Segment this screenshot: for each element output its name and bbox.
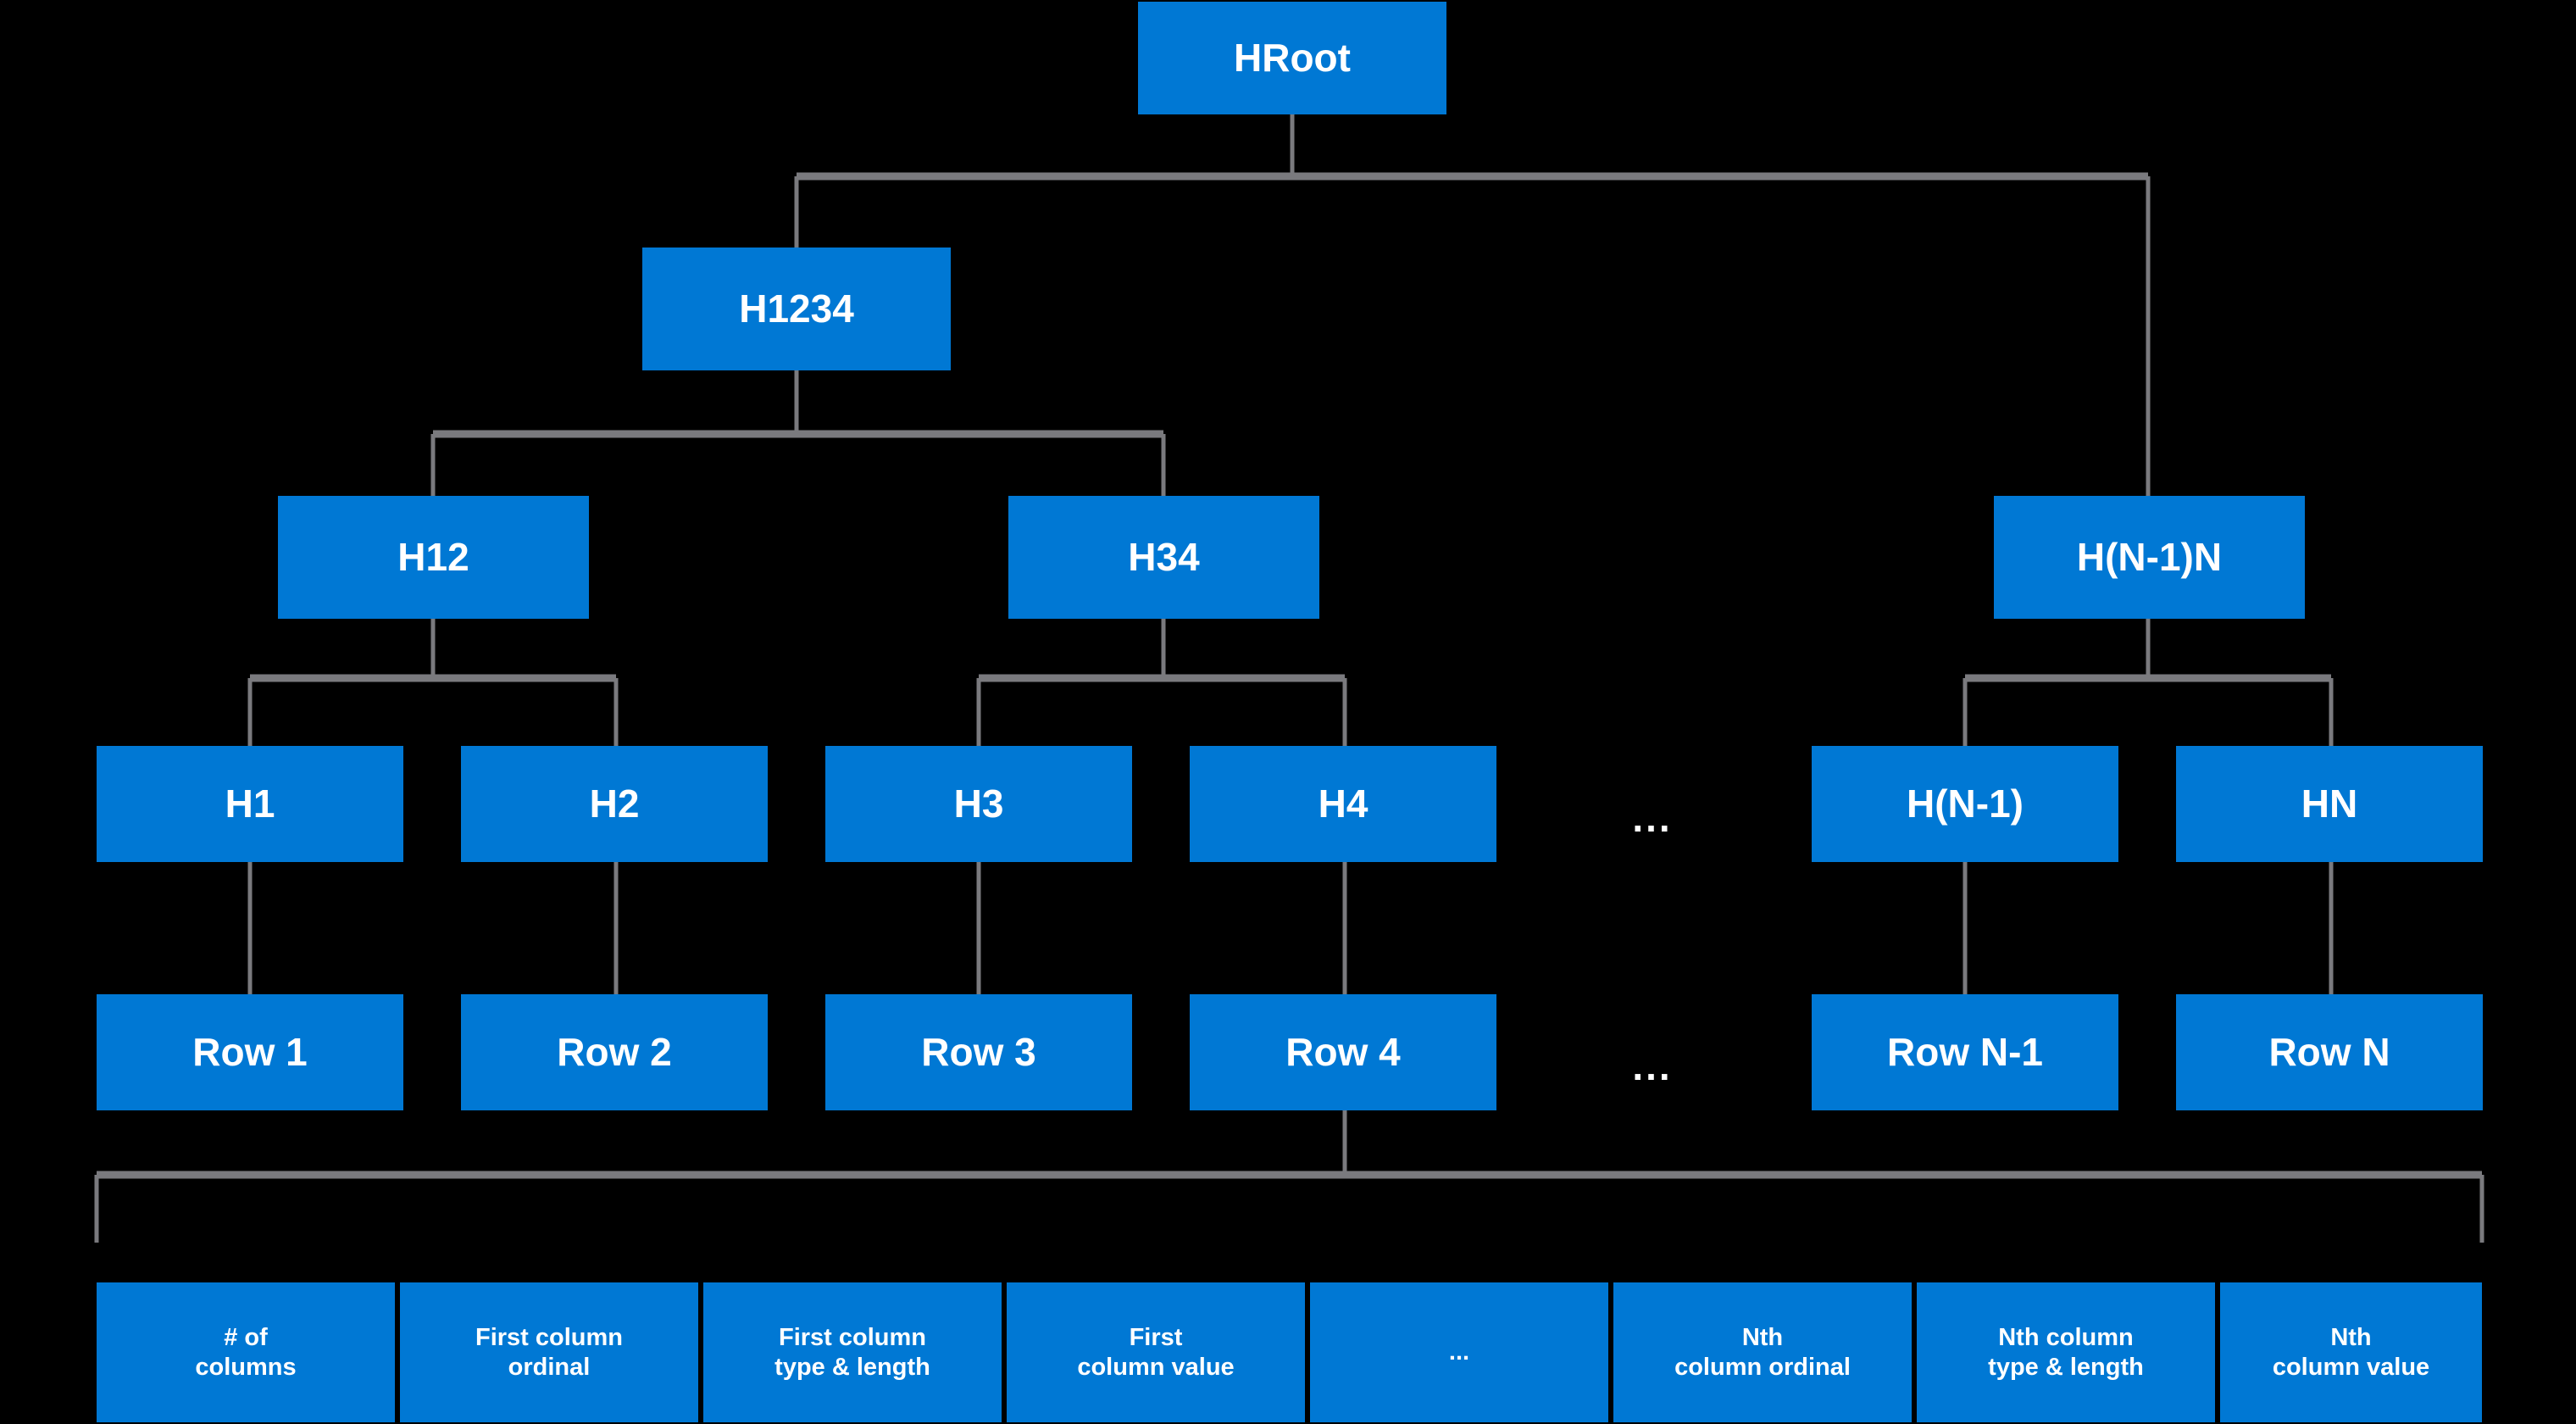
node-label-hn: HN bbox=[2301, 782, 2358, 826]
node-hroot[interactable]: HRoot bbox=[1138, 2, 1446, 114]
node-f6[interactable]: Nth column ordinal bbox=[1613, 1282, 1912, 1422]
node-f8[interactable]: Nth column value bbox=[2220, 1282, 2482, 1422]
node-label-row3: Row 3 bbox=[921, 1030, 1036, 1075]
node-hn[interactable]: HN bbox=[2176, 746, 2483, 862]
node-label-hroot: HRoot bbox=[1234, 36, 1351, 81]
node-row1[interactable]: Row 1 bbox=[97, 994, 403, 1110]
node-hn1[interactable]: H(N-1) bbox=[1812, 746, 2118, 862]
node-h12[interactable]: H12 bbox=[278, 496, 589, 619]
node-label-h34: H34 bbox=[1128, 535, 1200, 580]
node-label-h1234: H1234 bbox=[739, 286, 854, 331]
node-f7[interactable]: Nth column type & length bbox=[1917, 1282, 2215, 1422]
ellipsis-row-level: ... bbox=[1632, 1044, 1673, 1088]
node-label-f7: Nth column type & length bbox=[1988, 1324, 2144, 1381]
node-label-f5: ... bbox=[1448, 1338, 1470, 1366]
node-label-rown: Row N bbox=[2268, 1030, 2390, 1075]
node-label-h4: H4 bbox=[1318, 782, 1368, 826]
node-h3[interactable]: H3 bbox=[825, 746, 1132, 862]
node-row4[interactable]: Row 4 bbox=[1190, 994, 1496, 1110]
node-f3[interactable]: First column type & length bbox=[703, 1282, 1002, 1422]
node-row2[interactable]: Row 2 bbox=[461, 994, 768, 1110]
node-f5[interactable]: ... bbox=[1310, 1282, 1608, 1422]
node-hn1n[interactable]: H(N-1)N bbox=[1994, 496, 2305, 619]
node-f4[interactable]: First column value bbox=[1007, 1282, 1305, 1422]
node-f1[interactable]: # of columns bbox=[97, 1282, 395, 1422]
node-label-f3: First column type & length bbox=[774, 1324, 930, 1381]
node-label-h2: H2 bbox=[589, 782, 640, 826]
node-row3[interactable]: Row 3 bbox=[825, 994, 1132, 1110]
node-f2[interactable]: First column ordinal bbox=[400, 1282, 698, 1422]
node-label-h3: H3 bbox=[953, 782, 1004, 826]
node-label-h12: H12 bbox=[397, 535, 469, 580]
node-label-hn1n: H(N-1)N bbox=[2076, 535, 2223, 580]
node-h2[interactable]: H2 bbox=[461, 746, 768, 862]
node-rown[interactable]: Row N bbox=[2176, 994, 2483, 1110]
node-label-f6: Nth column ordinal bbox=[1674, 1324, 1851, 1381]
node-h1[interactable]: H1 bbox=[97, 746, 403, 862]
ellipsis-hash-level: ... bbox=[1632, 796, 1673, 840]
node-label-row4: Row 4 bbox=[1285, 1030, 1401, 1075]
node-label-f4: First column value bbox=[1077, 1324, 1235, 1381]
node-h1234[interactable]: H1234 bbox=[642, 248, 951, 370]
node-label-rown1: Row N-1 bbox=[1887, 1030, 2043, 1075]
node-label-f1: # of columns bbox=[195, 1324, 297, 1381]
node-label-f2: First column ordinal bbox=[475, 1324, 623, 1381]
node-label-h1: H1 bbox=[225, 782, 275, 826]
node-h4[interactable]: H4 bbox=[1190, 746, 1496, 862]
node-label-hn1: H(N-1) bbox=[1907, 782, 2024, 826]
node-label-row2: Row 2 bbox=[557, 1030, 672, 1075]
node-label-f8: Nth column value bbox=[2272, 1324, 2430, 1381]
node-label-row1: Row 1 bbox=[192, 1030, 308, 1075]
node-h34[interactable]: H34 bbox=[1008, 496, 1319, 619]
node-rown1[interactable]: Row N-1 bbox=[1812, 994, 2118, 1110]
